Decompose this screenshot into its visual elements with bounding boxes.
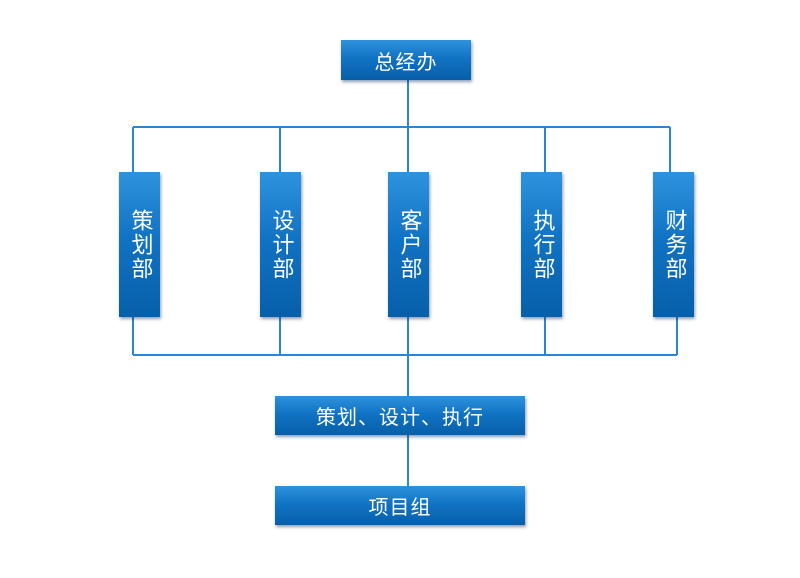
combined-node-box: 策划、设计、执行 (275, 396, 525, 435)
department-label-finance: 财务部 (661, 208, 687, 281)
top-node-label: 总经办 (374, 49, 438, 74)
bottom-node-label: 项目组 (368, 495, 432, 519)
top-node-box: 总经办 (341, 40, 471, 80)
department-box-client: 客户部 (388, 172, 429, 317)
department-box-finance: 财务部 (653, 172, 694, 317)
department-box-planning: 策划部 (119, 172, 160, 317)
department-label-planning: 策划部 (127, 208, 153, 281)
department-label-execution: 执行部 (529, 208, 555, 281)
combined-node-label: 策划、设计、执行 (316, 405, 484, 429)
department-box-design: 设计部 (260, 172, 301, 317)
bottom-node-box: 项目组 (275, 486, 525, 525)
department-label-design: 设计部 (268, 208, 294, 281)
department-label-client: 客户部 (396, 208, 422, 281)
department-box-execution: 执行部 (521, 172, 562, 317)
